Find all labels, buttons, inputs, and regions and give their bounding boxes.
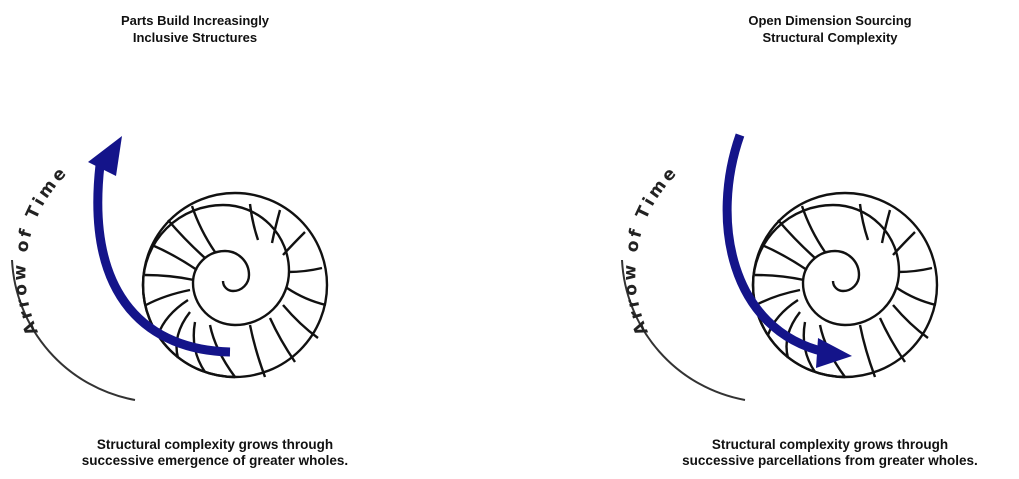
arc-label: Arrow of Time [10, 162, 72, 338]
nautilus-diagram: Arrow of Time [610, 100, 1019, 420]
panel-caption: Structural complexity grows through succ… [0, 437, 430, 469]
arc-label: Arrow of Time [620, 162, 682, 338]
panel-title: Open Dimension Sourcing Structural Compl… [600, 12, 1019, 46]
left-panel: Parts Build Increasingly Inclusive Struc… [0, 0, 440, 479]
right-panel: Open Dimension Sourcing Structural Compl… [600, 0, 1019, 479]
arrow-head [88, 136, 122, 176]
arrow-head [816, 338, 852, 368]
nautilus-shell [143, 193, 327, 377]
panel-title: Parts Build Increasingly Inclusive Struc… [0, 12, 390, 46]
nautilus-diagram: Arrow of Time [0, 100, 440, 420]
panel-caption: Structural complexity grows through succ… [600, 437, 1019, 469]
nautilus-shell [753, 193, 937, 377]
